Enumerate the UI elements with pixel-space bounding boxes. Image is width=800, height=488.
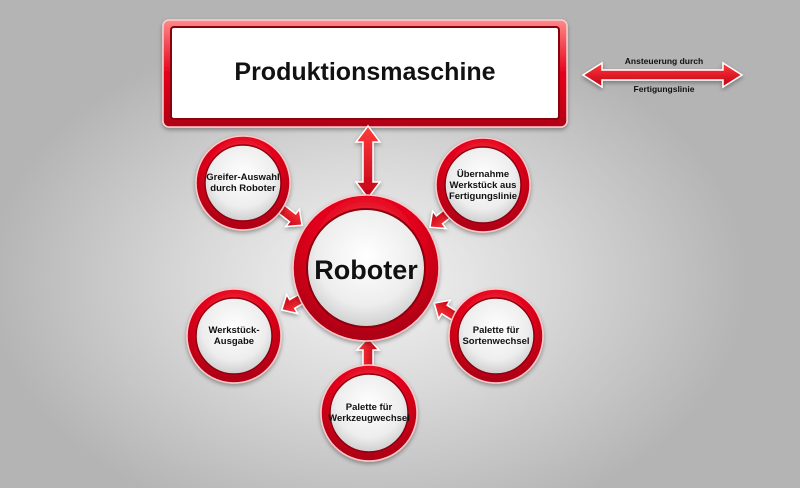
pallet-tool-node <box>320 364 418 462</box>
gripper-node-label: Greifer-Auswahl durch Roboter <box>206 172 280 194</box>
legend-top-label: Ansteuerung durch <box>624 56 704 66</box>
robot-node <box>292 194 440 342</box>
robot-label: Roboter <box>314 254 418 285</box>
legend-double-arrow <box>581 61 744 89</box>
machine-robot-double-arrow <box>354 124 382 200</box>
gripper-node <box>195 135 291 231</box>
output-node-label: Werkstück- Ausgabe <box>208 325 260 347</box>
production-machine-box <box>162 19 568 128</box>
takeover-node <box>435 137 531 233</box>
pallet-sort-node <box>448 288 544 384</box>
pallet-tool-node-label: Palette für Werkzeugwechsel <box>328 402 410 424</box>
pallet-sort-node-label: Palette für Sortenwechsel <box>462 325 530 347</box>
production-machine-label: Produktionsmaschine <box>234 57 496 86</box>
takeover-node-label: Übernahme Werkstück aus Fertigungslinie <box>448 168 518 202</box>
output-node <box>186 288 282 384</box>
legend-bottom-label: Fertigungslinie <box>633 84 695 94</box>
arrow-tool-to-robot <box>355 336 381 367</box>
